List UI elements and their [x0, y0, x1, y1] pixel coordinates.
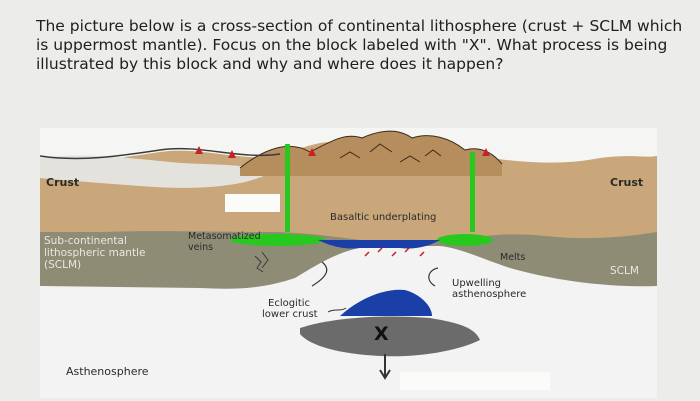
upwelling-arrow-left — [311, 261, 328, 287]
underplating-right — [437, 234, 493, 246]
basaltic-underplating-label: Basaltic underplating — [330, 212, 437, 223]
asthenosphere-label: Asthenosphere — [66, 365, 149, 378]
eclogite-grey-body — [300, 316, 480, 357]
volcano-4-icon — [482, 148, 490, 156]
sclm-left-label-2: lithospheric mantle — [44, 247, 146, 259]
dike-right — [470, 152, 475, 232]
downward-arrow-icon — [379, 354, 391, 380]
volcano-2-icon — [228, 150, 236, 158]
x-marker-label: X — [374, 323, 389, 345]
sclm-layer — [40, 218, 657, 289]
eclogite-blue-body — [340, 289, 432, 316]
metasomatized-label-2: veins — [188, 242, 214, 253]
metasomatized-veins — [254, 251, 269, 273]
crust-right-label: Crust — [610, 176, 644, 189]
cross-section-drawing — [40, 128, 657, 398]
crust-left-label: Crust — [46, 176, 80, 189]
melt-zone — [318, 240, 440, 249]
surface-line — [40, 147, 281, 160]
sclm-right-label: SCLM — [610, 265, 639, 277]
white-block — [225, 194, 280, 212]
white-cover-block — [400, 372, 550, 390]
melt-drops — [364, 247, 425, 257]
question-line-2: is uppermost mantle). Focus on the block… — [36, 36, 668, 54]
mountain-ridge-lines — [339, 143, 442, 163]
mountain-outline — [239, 130, 503, 169]
dike-left — [285, 144, 290, 232]
volcano-1-icon — [195, 146, 203, 154]
lithosphere-cross-section-figure: Crust Crust Basaltic underplating Metaso… — [40, 128, 657, 398]
upwelling-label-2: asthenosphere — [452, 289, 527, 300]
sediment-lens — [40, 155, 268, 188]
mountain-range — [240, 131, 502, 176]
crust-layer — [40, 136, 657, 240]
underplating-left — [230, 234, 326, 246]
question-line-1: The picture below is a cross-section of … — [36, 17, 683, 35]
volcano-3-icon — [308, 148, 316, 156]
question-text: The picture below is a cross-section of … — [36, 17, 686, 74]
eclogitic-label-2: lower crust — [262, 309, 318, 320]
eclogitic-label-1: Eclogitic — [268, 298, 311, 309]
sclm-left-label-1: Sub-continental — [44, 235, 127, 247]
metasomatized-label-1: Metasomatized — [188, 231, 261, 242]
upwelling-label-1: Upwelling — [452, 278, 502, 289]
melts-label: Melts — [500, 252, 526, 263]
upwelling-arrow-right — [428, 267, 439, 287]
sclm-left-label-3: (SCLM) — [44, 259, 82, 271]
eclogitic-leader — [327, 307, 347, 313]
question-line-3: illustrated by this block and why and wh… — [36, 55, 504, 73]
